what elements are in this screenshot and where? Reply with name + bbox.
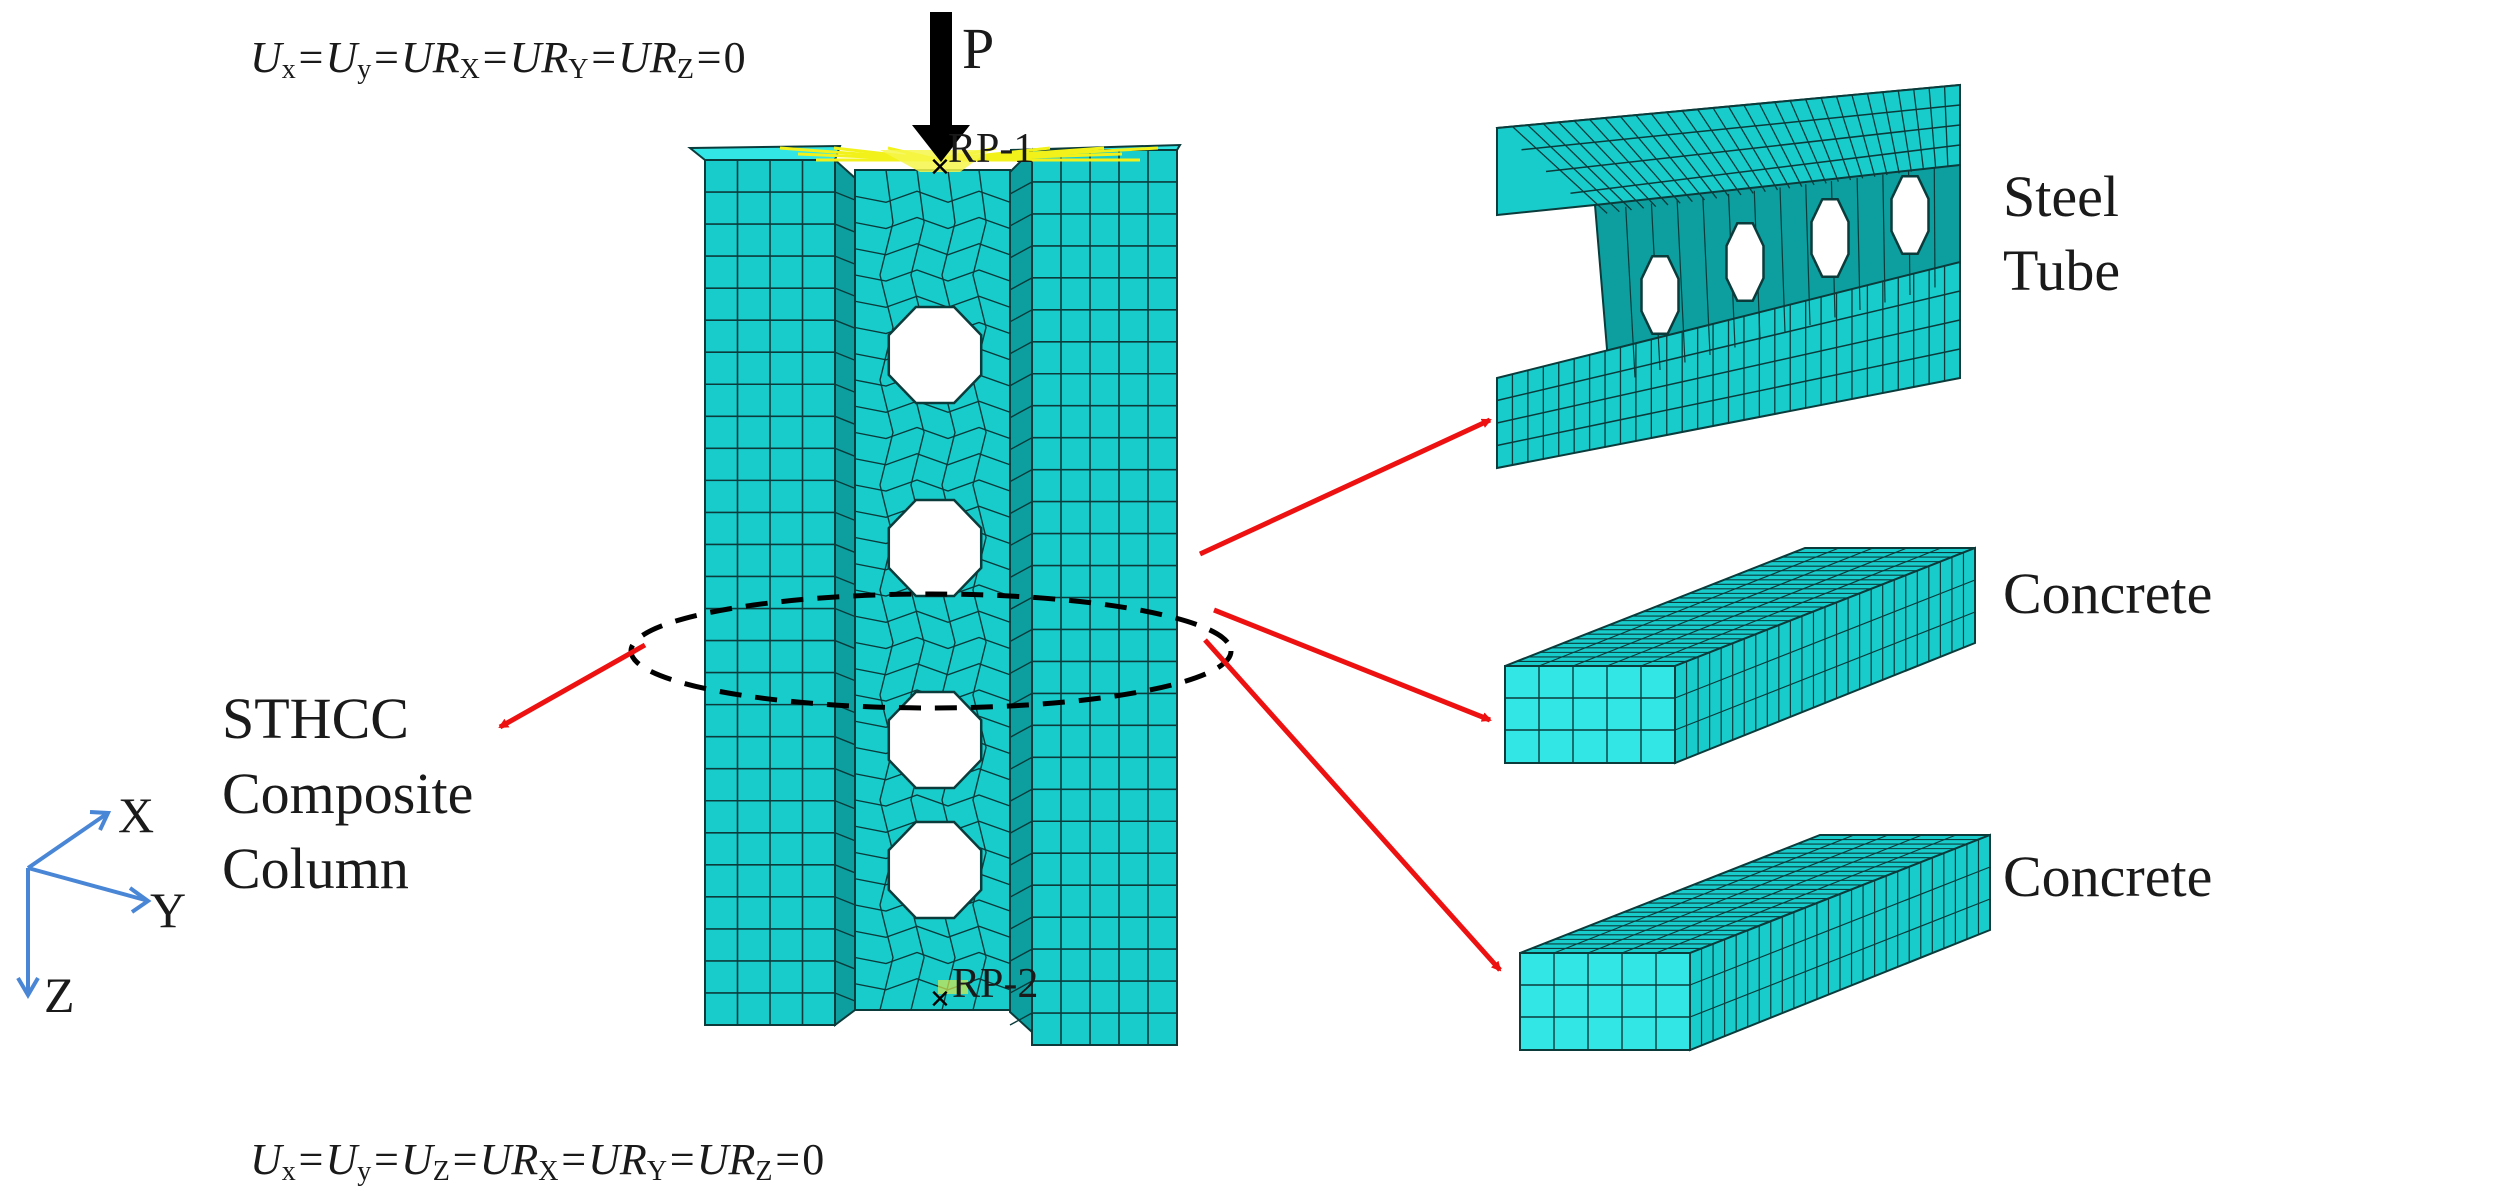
- axis-z-head: [16, 976, 40, 999]
- pointer-arrows: [498, 417, 1502, 972]
- column-right-inner-face: [1009, 147, 1033, 1035]
- bc-term-symbol: U: [250, 1135, 282, 1184]
- bc-term-subscript: y: [357, 54, 372, 85]
- load-label: P: [962, 16, 995, 81]
- bc-term-symbol: UR: [696, 1135, 756, 1184]
- axis-x-head: [89, 810, 112, 831]
- axis-y-line: [27, 866, 146, 902]
- axis-x-line: [26, 813, 107, 870]
- bc-value: 0: [723, 33, 746, 82]
- column-right-block: [1009, 143, 1182, 1046]
- column-web-plate: [854, 169, 1011, 1011]
- bc-term-subscript: y: [357, 1156, 372, 1187]
- column-label-line1: STHCC: [222, 686, 409, 751]
- bc-term-subscript: Z: [755, 1156, 773, 1187]
- steel-tube-hole: [1810, 197, 1850, 279]
- steel-label-line1: Steel: [2003, 164, 2119, 229]
- bc-term-symbol: U: [400, 1135, 433, 1184]
- concrete-label-1: Concrete: [2003, 561, 2213, 626]
- web-hole: [887, 305, 983, 405]
- web-hole: [887, 498, 983, 598]
- arrow-to-column-label: [498, 642, 647, 730]
- bc-term-symbol: U: [250, 33, 282, 82]
- concrete-block-1: [1504, 546, 1976, 765]
- web-hole: [887, 820, 983, 920]
- axis-x-label: X: [118, 787, 155, 843]
- bc-term-symbol: U: [325, 1135, 358, 1184]
- rp2-label: RP-2: [952, 961, 1039, 1007]
- bc-term-symbol: UR: [588, 1135, 647, 1184]
- concrete-label-2: Concrete: [2003, 844, 2213, 909]
- coupling-constraint-bottom: [938, 980, 968, 994]
- boundary-condition-bottom: Ux=Uy=UZ=URX=URY=URZ=0: [250, 1135, 825, 1187]
- rp2-marker: ×: [930, 980, 950, 1018]
- bc-term-subscript: x: [281, 54, 296, 85]
- bc-term-subscript: Y: [646, 1156, 668, 1187]
- concrete-block-2: [1519, 833, 1991, 1052]
- arrow-to-steel-tube: [1198, 417, 1492, 557]
- web-hole: [887, 690, 983, 790]
- bc-term-symbol: UR: [400, 33, 460, 82]
- rp1-marker: ×: [930, 148, 950, 186]
- axis-y-label: Y: [150, 882, 187, 938]
- column-left-top-face: [687, 144, 842, 161]
- load-arrow: [912, 12, 970, 162]
- steel-tube-hole: [1725, 221, 1765, 303]
- bc-term-symbol: UR: [509, 33, 569, 82]
- bc-term-subscript: X: [459, 54, 480, 85]
- column-left-block: [687, 144, 856, 1027]
- steel-label-line2: Tube: [2003, 238, 2121, 303]
- arrow-to-concrete-1: [1213, 607, 1492, 723]
- axis-triad: [16, 810, 152, 999]
- bc-value: 0: [802, 1135, 825, 1184]
- coupling-constraint-top: [779, 146, 1159, 172]
- axis-z-label: Z: [44, 967, 75, 1023]
- bc-term-subscript: Z: [432, 1156, 450, 1187]
- steel-tube-hole: [1640, 254, 1680, 336]
- composite-column: [687, 143, 1182, 1046]
- bc-term-symbol: U: [325, 33, 358, 82]
- bc-term-symbol: UR: [618, 33, 677, 82]
- bc-term-subscript: x: [281, 1156, 296, 1187]
- bc-term-subscript: X: [538, 1156, 559, 1187]
- steel-tube-part: [1495, 83, 1961, 470]
- bc-term-subscript: Z: [676, 54, 694, 85]
- arrow-to-concrete-2: [1203, 638, 1502, 972]
- boundary-condition-top: Ux=Uy=URX=URY=URZ=0: [250, 33, 746, 85]
- column-label-line2: Composite: [222, 761, 474, 826]
- rp1-label: RP-1: [948, 126, 1035, 172]
- bc-term-subscript: Y: [568, 54, 589, 85]
- bc-term-symbol: UR: [479, 1135, 539, 1184]
- steel-tube-hole: [1890, 174, 1930, 256]
- column-label-line3: Column: [222, 836, 409, 901]
- axis-y-head: [128, 886, 152, 914]
